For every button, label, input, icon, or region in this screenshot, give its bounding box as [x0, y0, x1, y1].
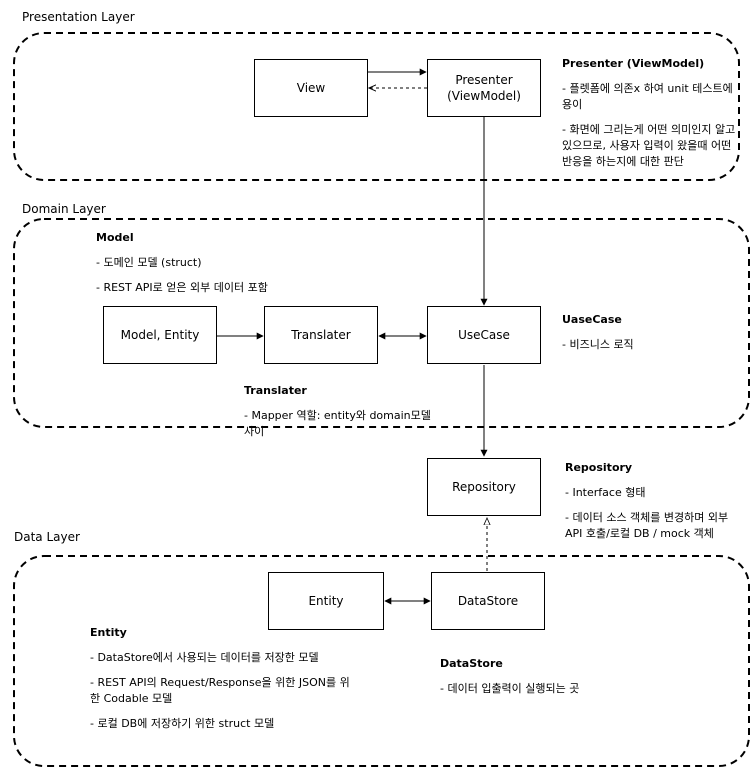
repository-note-item: - Interface 형태 — [565, 486, 646, 499]
usecase-note: UaseCase - 비즈니스 로직 — [562, 312, 712, 362]
presenter-note-title: Presenter (ViewModel) — [562, 57, 705, 70]
view-node-label: View — [296, 81, 326, 95]
entity-note-item: - 로컬 DB에 저장하기 위한 struct 모델 — [90, 717, 275, 730]
repository-note: Repository - Interface 형태 - 데이터 소스 객체를 변… — [565, 460, 745, 551]
model-note-item: - REST API로 얻은 외부 데이터 포함 — [96, 281, 268, 294]
data-layer-title: Data Layer — [14, 530, 80, 544]
usecase-note-item: - 비즈니스 로직 — [562, 338, 634, 351]
domain-layer-boundary — [13, 218, 750, 428]
datastore-note-title: DataStore — [440, 657, 503, 670]
data-layer-boundary — [13, 555, 750, 767]
datastore-node: DataStore — [431, 572, 545, 630]
translater-node-label: Translater — [291, 328, 351, 342]
presenter-note: Presenter (ViewModel) - 플렛폼에 의존x 하여 unit… — [562, 56, 740, 179]
presentation-layer-title: Presentation Layer — [22, 10, 135, 24]
view-node: View — [254, 59, 368, 117]
model-entity-node-label: Model, Entity — [120, 328, 200, 342]
model-entity-node: Model, Entity — [103, 306, 217, 364]
model-note-title: Model — [96, 231, 134, 244]
presenter-node: Presenter (ViewModel) — [427, 59, 541, 117]
presenter-note-item: - 플렛폼에 의존x 하여 unit 테스트에 용이 — [562, 82, 733, 111]
presenter-node-label: Presenter (ViewModel) — [447, 73, 521, 103]
entity-node-label: Entity — [308, 594, 344, 608]
entity-note-item: - REST API의 Request/Response을 위한 JSON를 위… — [90, 676, 350, 705]
model-note: Model - 도메인 모델 (struct) - REST API로 얻은 외… — [96, 230, 336, 305]
datastore-node-label: DataStore — [457, 594, 519, 608]
usecase-node-label: UseCase — [458, 328, 510, 342]
domain-layer-title: Domain Layer — [22, 202, 106, 216]
entity-note-title: Entity — [90, 626, 127, 639]
usecase-node: UseCase — [427, 306, 541, 364]
repository-note-title: Repository — [565, 461, 633, 474]
translater-node: Translater — [264, 306, 378, 364]
entity-note: Entity - DataStore에서 사용되는 데이터를 저장한 모델 - … — [90, 625, 350, 741]
translater-note-title: Translater — [244, 384, 307, 397]
repository-note-item: - 데이터 소스 객체를 변경하며 외부 API 호출/로컬 DB / mock… — [565, 511, 729, 540]
model-note-item: - 도메인 모델 (struct) — [96, 256, 202, 269]
presentation-layer-boundary — [13, 32, 740, 181]
datastore-note: DataStore - 데이터 입출력이 실행되는 곳 — [440, 656, 660, 706]
usecase-note-title: UaseCase — [562, 313, 622, 326]
repository-node-label: Repository — [452, 480, 516, 494]
datastore-note-item: - 데이터 입출력이 실행되는 곳 — [440, 682, 580, 695]
translater-note-item: - Mapper 역할: entity와 domain모델 사이 — [244, 409, 431, 438]
entity-node: Entity — [268, 572, 384, 630]
entity-note-item: - DataStore에서 사용되는 데이터를 저장한 모델 — [90, 651, 319, 664]
repository-node: Repository — [427, 458, 541, 516]
translater-note: Translater - Mapper 역할: entity와 domain모델… — [244, 383, 444, 449]
presenter-note-item: - 화면에 그리는게 어떤 의미인지 알고 있으므로, 사용자 입력이 왔을때 … — [562, 123, 736, 168]
